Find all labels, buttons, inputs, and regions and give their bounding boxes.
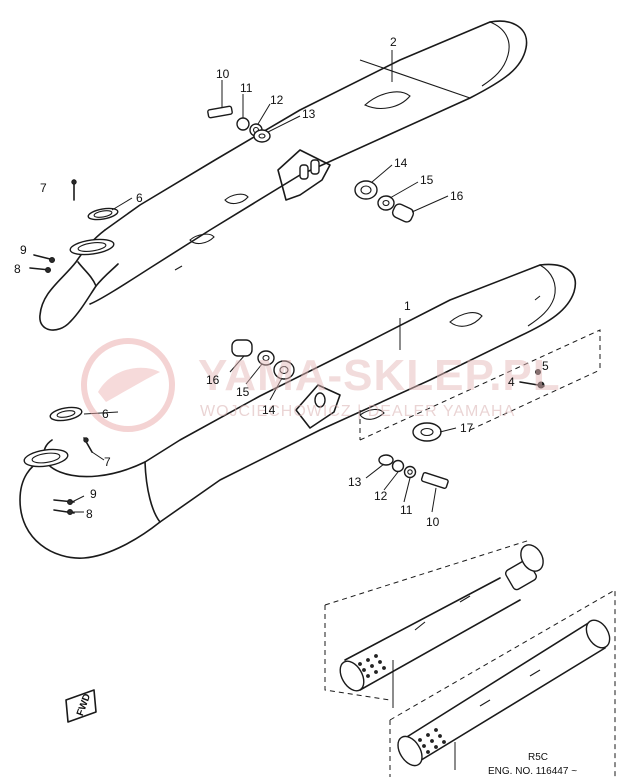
- callout-7-upper: 7: [40, 181, 47, 195]
- callout-8-lower: 8: [86, 507, 93, 521]
- callout-16-lower: 16: [206, 373, 220, 387]
- callout-4: 4: [508, 375, 515, 389]
- callout-15-upper: 15: [420, 173, 434, 187]
- upper-nut-set: [354, 180, 415, 223]
- watermark-logo-text: YAMA-SKLEP.PL: [198, 351, 561, 400]
- callout-10-upper: 10: [216, 67, 230, 81]
- rear-bolts: [519, 369, 545, 389]
- callout-8-upper: 8: [14, 262, 21, 276]
- lower-nut-set: [231, 339, 295, 380]
- callout-5: 5: [542, 359, 549, 373]
- leader-lines: [71, 50, 457, 770]
- engine-number-range: ENG. NO. 116447 ~: [488, 766, 577, 777]
- callout-7-lower: 7: [104, 455, 111, 469]
- callout-12-lower: 12: [374, 489, 388, 503]
- assembly-boxes: [324, 329, 616, 777]
- model-note: R5C ENG. NO. 116447 ~: [488, 752, 577, 777]
- upper-muffler: [39, 20, 528, 331]
- lower-muffler: [19, 263, 577, 559]
- callout-15-lower: 15: [236, 385, 250, 399]
- callout-11-upper: 11: [240, 81, 253, 95]
- callout-9-lower: 9: [90, 487, 97, 501]
- callout-13-lower: 13: [348, 475, 362, 489]
- callout-1: 1: [404, 299, 411, 313]
- baffle-tube-upper: [339, 544, 544, 692]
- upper-bolt-set: [207, 105, 271, 143]
- upper-small-bolts: [29, 179, 77, 273]
- callout-6-lower: 6: [102, 407, 109, 421]
- callout-2: 2: [390, 35, 397, 49]
- watermark-logo-icon: [81, 338, 175, 432]
- callout-9-upper: 9: [20, 243, 27, 257]
- callout-10-lower: 10: [426, 515, 440, 529]
- callout-14-upper: 14: [394, 156, 408, 170]
- grommet: [412, 422, 442, 442]
- callout-17: 17: [460, 421, 474, 435]
- lower-bolt-set: [378, 454, 449, 489]
- callout-16-upper: 16: [450, 189, 464, 203]
- lower-small-bolts: [53, 437, 93, 515]
- model-name: R5C: [528, 752, 548, 763]
- watermark: YAMA-SKLEP.PL WOJCIECHOWICZ | DEALER YAM…: [81, 338, 561, 432]
- watermark-subtitle: WOJCIECHOWICZ | DEALER YAMAHA: [200, 403, 515, 420]
- callout-12-upper: 12: [270, 93, 284, 107]
- fwd-mark: FWD: [65, 689, 97, 723]
- baffle-tube-lower: [397, 619, 611, 767]
- callout-14-lower: 14: [262, 403, 276, 417]
- callout-labels: 2 1 10 11 12 13 14 15 16 7 6 9 8 5 4 16 …: [14, 35, 549, 529]
- callout-6-upper: 6: [136, 191, 143, 205]
- callout-11-lower: 11: [400, 503, 413, 517]
- callout-13-upper: 13: [302, 107, 316, 121]
